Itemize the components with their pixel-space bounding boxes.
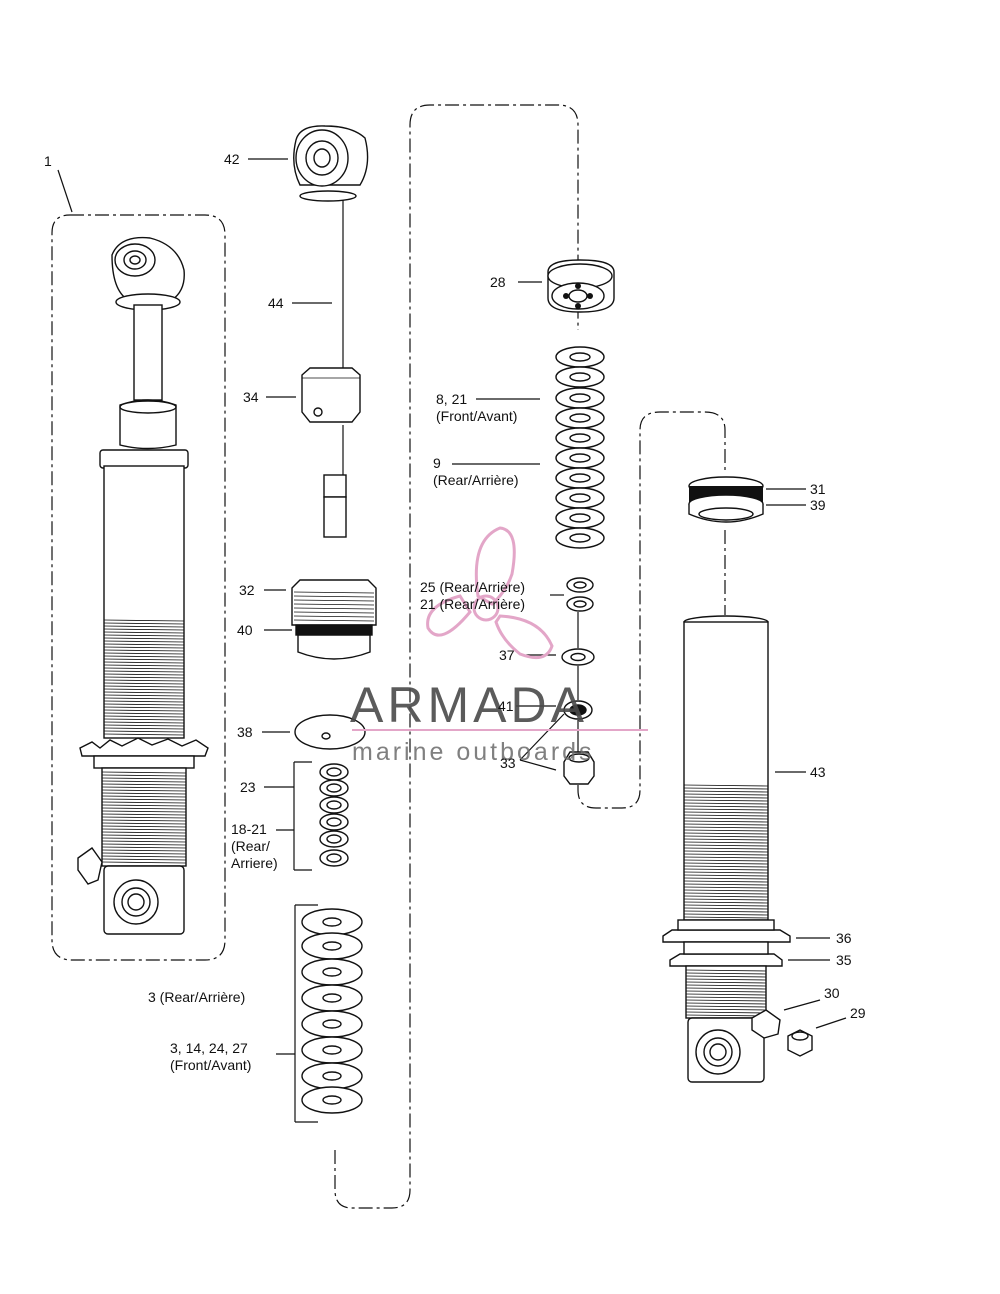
- label-3-front-line2: (Front/Avant): [170, 1057, 251, 1073]
- spring-cap-28: [547, 259, 615, 313]
- assembly-outline-1: [51, 214, 226, 961]
- label-18-21-line3: Arriere): [231, 855, 278, 871]
- disc-38: [294, 714, 366, 750]
- label-39: 39: [810, 497, 826, 513]
- label-8-21-line1: 8, 21: [436, 391, 467, 407]
- shim-washer: [555, 507, 605, 529]
- eye-bushing-42: [293, 125, 369, 202]
- shim-washer: [555, 407, 605, 429]
- shim-washer: [555, 527, 605, 549]
- shim-washer: [301, 1062, 363, 1090]
- shim-washer: [301, 1036, 363, 1064]
- shim-washer: [301, 984, 363, 1012]
- leader-lines: [57, 158, 847, 1123]
- shim-washer: [319, 763, 349, 781]
- watermark-brand: ARMADA: [350, 677, 588, 733]
- label-18-21-line1: 18-21: [231, 821, 267, 837]
- shock-body-43: [662, 615, 813, 1083]
- piston-32: [291, 579, 377, 660]
- label-40: 40: [237, 622, 253, 638]
- shim-stack-3: [301, 908, 363, 1114]
- label-3-front-line1: 3, 14, 24, 27: [170, 1040, 248, 1056]
- shim-washer: [555, 427, 605, 449]
- label-9-line1: 9: [433, 455, 441, 471]
- label-25: 25 (Rear/Arrière): [420, 579, 525, 595]
- shim-washer: [555, 346, 605, 368]
- label-33: 33: [500, 755, 516, 771]
- part-labels: 1 42 44 34 32 40 38 23 18-21 (Rear/ Arri…: [44, 151, 866, 1073]
- shim-washer: [555, 366, 605, 388]
- shim-stack-23: [319, 763, 349, 867]
- label-8-21-line2: (Front/Avant): [436, 408, 517, 424]
- label-31: 31: [810, 481, 826, 497]
- washer-37: [561, 648, 595, 666]
- shim-washer: [301, 1010, 363, 1038]
- shim-washer: [319, 813, 349, 831]
- shim-washer: [555, 447, 605, 469]
- label-42: 42: [224, 151, 240, 167]
- shim-washer: [301, 932, 363, 960]
- shock-assembly-1: [77, 236, 209, 935]
- watermark-tagline: marine outboards: [352, 738, 595, 766]
- shim-washer: [319, 830, 349, 848]
- shim-washer: [319, 849, 349, 867]
- label-28: 28: [490, 274, 506, 290]
- shim-washer: [301, 908, 363, 936]
- label-36: 36: [836, 930, 852, 946]
- label-23: 23: [240, 779, 256, 795]
- exploded-group-outline-lower: [577, 411, 726, 809]
- shim-washer: [319, 779, 349, 797]
- label-1: 1: [44, 153, 52, 169]
- bump-stop-34: [301, 367, 361, 423]
- label-21: 21 (Rear/Arrière): [420, 596, 525, 612]
- label-38: 38: [237, 724, 253, 740]
- label-44: 44: [268, 295, 284, 311]
- label-3-rear: 3 (Rear/Arrière): [148, 989, 245, 1005]
- label-29: 29: [850, 1005, 866, 1021]
- shim-washer: [555, 487, 605, 509]
- watermark: ARMADA marine outboards: [350, 526, 648, 766]
- shim-stack-8-9: [555, 346, 605, 549]
- label-32: 32: [239, 582, 255, 598]
- washer-41: [563, 700, 593, 720]
- label-35: 35: [836, 952, 852, 968]
- label-37: 37: [499, 647, 515, 663]
- label-30: 30: [824, 985, 840, 1001]
- reservoir-cap-31: [688, 476, 764, 523]
- label-18-21-line2: (Rear/: [231, 838, 270, 854]
- shim-washer: [301, 958, 363, 986]
- label-41: 41: [498, 698, 514, 714]
- shim-washer: [555, 467, 605, 489]
- shim-washer: [319, 796, 349, 814]
- shim-washer: [301, 1086, 363, 1114]
- shim-washer: [555, 387, 605, 409]
- label-43: 43: [810, 764, 826, 780]
- label-34: 34: [243, 389, 259, 405]
- nut-33: [563, 751, 595, 785]
- propeller-logo: [426, 526, 554, 660]
- exploded-group-outline: [334, 104, 579, 1209]
- washers-25-21: [566, 577, 594, 612]
- label-9-line2: (Rear/Arrière): [433, 472, 519, 488]
